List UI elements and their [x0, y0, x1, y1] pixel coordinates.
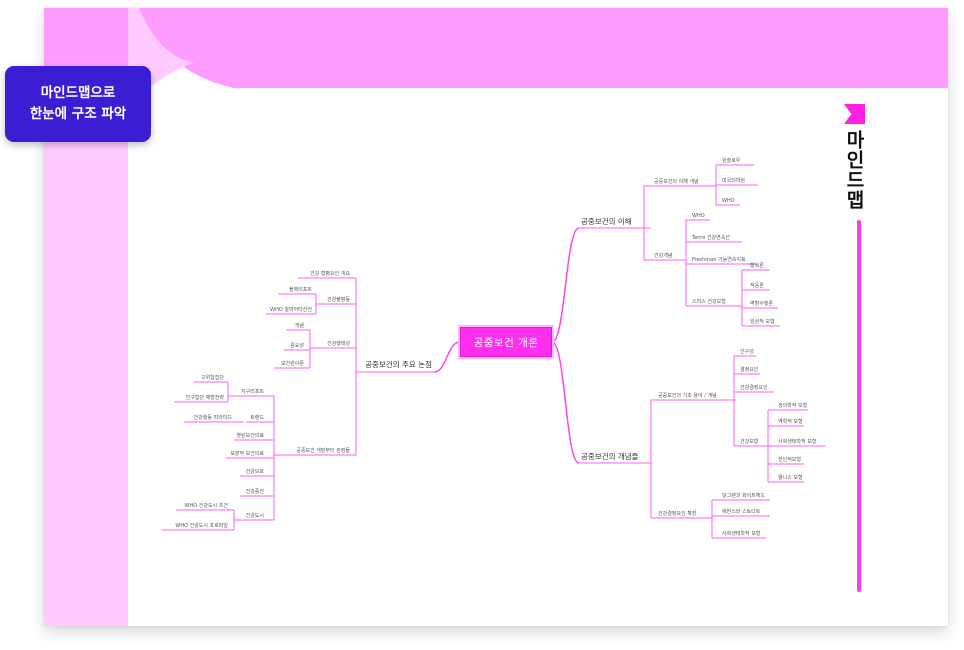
node-label[interactable]: 미국의학원 [722, 177, 745, 184]
branch-link [643, 227, 654, 261]
node-label[interactable]: 생의학적 모형 [778, 402, 807, 409]
node-label[interactable]: 블랙리포트 [289, 286, 312, 293]
node-label[interactable]: 개념 [295, 322, 304, 329]
node-label[interactable]: 공중보건의 이해 개념 [654, 178, 699, 185]
node-label[interactable]: WHO 건강도시 프로파일 [175, 522, 228, 529]
node-label[interactable]: 웰니스 모형 [778, 474, 803, 481]
node-label[interactable]: WHO [722, 198, 735, 204]
node-label[interactable]: 트랜드 [250, 414, 264, 421]
node-label[interactable]: 중요성 [290, 342, 304, 349]
flag-icon [844, 104, 865, 124]
branch-link [551, 227, 580, 343]
node-label[interactable]: 공중보건 개발부터 관점들 [296, 447, 350, 454]
side-accent-bar [857, 220, 861, 592]
node-label[interactable]: 사회생태학적 모형 [778, 438, 816, 445]
node-label[interactable]: 역학적 모형 [778, 418, 803, 425]
node-label[interactable]: Terris 건강연속선 [691, 234, 730, 241]
node-label[interactable]: WHO [692, 213, 705, 219]
center-node-label: 공중보건 개론 [473, 336, 539, 349]
node-label[interactable]: WHO 건강도시 조건 [185, 502, 229, 509]
node-label[interactable]: 건강행동 피라미드 [194, 414, 233, 421]
branch-link [650, 463, 656, 519]
node-label[interactable]: 공중보건의 주요 논점 [365, 359, 432, 369]
node-label[interactable]: 공중보건의 기초 용어 / 개념 [658, 392, 717, 399]
feature-badge: 마인드맵으로 한눈에 구조 파악 [5, 66, 151, 142]
node-label[interactable]: 공중보건의 개념들 [581, 451, 639, 461]
node-label[interactable]: 임상적 모형 [750, 318, 775, 325]
node-label[interactable]: 포괄적 보건의료 [230, 450, 264, 457]
branch-link [433, 341, 461, 373]
node-label[interactable]: 사회생태학적 모형 [722, 530, 760, 537]
node-label[interactable]: 건강결정요인 확장 [658, 510, 697, 517]
node-label[interactable]: 적응론 [750, 282, 764, 289]
node-label[interactable]: 건강결정요인 [740, 384, 768, 391]
node-label[interactable]: 건강불평등 [327, 296, 350, 303]
node-label[interactable]: 행복론 [750, 262, 764, 269]
node-label[interactable]: 건강도시 [246, 512, 264, 519]
node-label[interactable]: 스미스 건강모형 [692, 298, 726, 305]
side-title: 마인드맵 [843, 130, 865, 210]
background-blob [128, 8, 948, 626]
node-label[interactable]: 건강 형평요인 개요 [310, 270, 350, 277]
node-label[interactable]: Freshman 기능연속지표 [692, 256, 746, 263]
branch-link [650, 399, 656, 463]
node-label[interactable]: WHO 알마아타선언 [270, 306, 312, 313]
mindmap-center-node[interactable]: 공중보건 개론 [460, 327, 552, 357]
node-label[interactable]: 인구집단 예방전략 [186, 394, 225, 401]
node-label[interactable]: 건강보호 [246, 468, 265, 475]
node-label[interactable]: 건강증진 [246, 488, 265, 495]
node-label[interactable]: 공중보건의 이해 [581, 216, 632, 226]
branch-link [551, 341, 580, 464]
node-label[interactable]: 에반스와 스토다트 [722, 508, 761, 515]
node-label[interactable]: 달그렌과 화이트헤드 [722, 492, 765, 499]
node-label[interactable]: 지구리포트 [241, 388, 264, 395]
node-label[interactable]: 모건원이론 [281, 360, 304, 367]
node-label[interactable]: 인구성 [740, 348, 754, 355]
node-label[interactable]: 열린보건의료 [236, 432, 264, 439]
node-label[interactable]: 건강행태성 [327, 340, 350, 347]
node-label[interactable]: 윈슬로우 [722, 157, 741, 164]
node-label[interactable]: 건강모형 [740, 438, 758, 445]
badge-text: 마인드맵으로 한눈에 구조 파악 [29, 85, 127, 122]
node-label[interactable]: 전인적모형 [778, 456, 801, 463]
node-label[interactable]: 고위험집단 [201, 374, 224, 381]
node-label[interactable]: 건강개념 [654, 252, 672, 259]
node-label[interactable]: 역할수행론 [750, 300, 773, 307]
node-label[interactable]: 결정요인 [740, 366, 759, 373]
branch-link [643, 185, 654, 229]
